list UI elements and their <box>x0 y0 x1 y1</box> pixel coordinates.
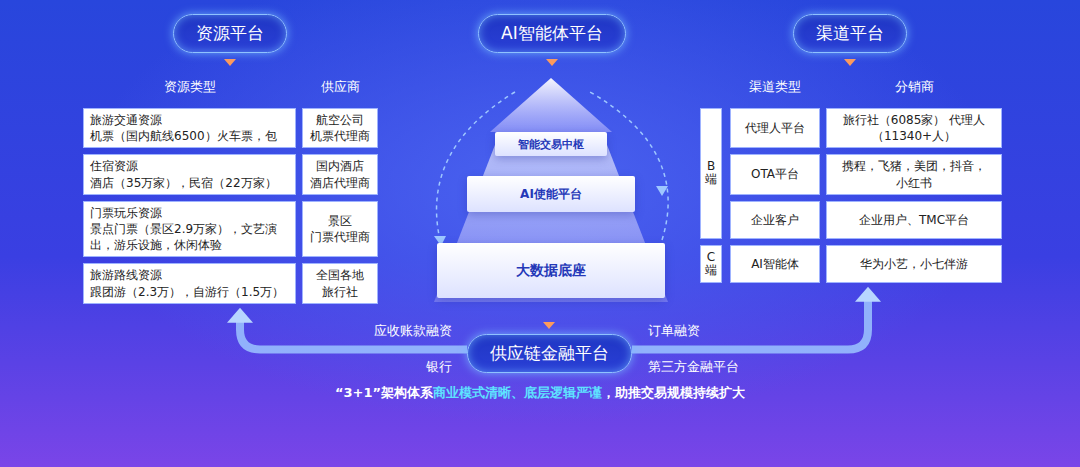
node-title: 华为小艺，小七伴游 <box>860 256 968 272</box>
segment-box: C端 <box>700 245 722 283</box>
caption-part: 商业模式清晰、底层逻辑严谨 <box>433 384 602 402</box>
node-title: 门票玩乐资源 <box>90 205 289 221</box>
marker-triangle <box>546 59 558 66</box>
caption-line: “3+1”架构体系商业模式清晰、底层逻辑严谨，助推交易规模持续扩大 <box>0 384 1080 402</box>
column-header: 供应商 <box>321 78 360 96</box>
marker-triangle <box>224 59 236 66</box>
marker-triangle <box>844 59 856 66</box>
arrow-line <box>632 301 868 350</box>
node-title: 企业用户、TMC平台 <box>859 212 969 228</box>
platform-pill: AI智能体平台 <box>478 14 626 53</box>
distributor-box: 企业用户、TMC平台 <box>826 201 1002 239</box>
arrow-head <box>227 308 253 323</box>
channel-box: 代理人平台 <box>730 108 820 148</box>
resource-box: 旅游交通资源机票（国内航线6500）火车票，包 <box>83 108 296 148</box>
node-title: 大数据底座 <box>516 262 586 280</box>
column-header: 分销商 <box>895 78 934 96</box>
caption-part: ，助推交易规模持续扩大 <box>602 384 745 402</box>
node-title: 代理人平台 <box>745 120 805 136</box>
node-title: 国内酒店 酒店代理商 <box>309 158 371 190</box>
pyramid-layer: 智能交易中枢 <box>495 132 607 156</box>
platform-pill: 渠道平台 <box>793 14 907 53</box>
node-title: 智能交易中枢 <box>518 137 584 152</box>
arrow-line <box>240 322 467 350</box>
supplier-box: 国内酒店 酒店代理商 <box>302 154 378 194</box>
pyramid-body <box>434 132 668 302</box>
resource-box: 门票玩乐资源景点门票（景区2.9万家），文艺演出，游乐设施，休闲体验 <box>83 201 296 258</box>
column-header: 资源类型 <box>164 78 216 96</box>
cycle-arrowhead <box>656 186 668 196</box>
node-title: 资源平台 <box>196 22 264 45</box>
flow-label: 应收账款融资 <box>374 322 452 340</box>
channel-box: 企业客户 <box>730 201 820 239</box>
node-title: 旅行社（6085家） 代理人（11340+人） <box>833 112 995 144</box>
arrow-head <box>855 287 881 302</box>
flow-label: 银行 <box>426 358 452 376</box>
caption-part: “3+1”架构体系 <box>335 384 433 402</box>
finance-flow-arrow <box>632 287 881 350</box>
node-body: 酒店（35万家），民宿（22万家） <box>90 175 289 191</box>
column-header: 渠道类型 <box>749 78 801 96</box>
node-title: 渠道平台 <box>816 22 884 45</box>
distributor-box: 旅行社（6085家） 代理人（11340+人） <box>826 108 1002 148</box>
node-title: 住宿资源 <box>90 158 289 174</box>
marker-triangle <box>543 322 555 329</box>
finance-pill: 供应链金融平台 <box>467 334 632 373</box>
node-title: 携程，飞猪，美团，抖音，小红书 <box>833 158 995 190</box>
node-title: 企业客户 <box>751 212 799 228</box>
node-body: 跟团游（2.3万），自游行（1.5万） <box>90 284 289 300</box>
platform-pill: 资源平台 <box>173 14 287 53</box>
channel-box: OTA平台 <box>730 154 820 194</box>
node-title: OTA平台 <box>751 166 799 182</box>
resource-box: 旅游路线资源跟团游（2.3万），自游行（1.5万） <box>83 263 296 303</box>
node-title: AI智能体 <box>751 256 799 272</box>
node-title: 供应链金融平台 <box>490 342 609 365</box>
node-body: 机票（国内航线6500）火车票，包 <box>90 128 289 144</box>
node-title: 航空公司 机票代理商 <box>309 112 371 144</box>
flow-label: 第三方金融平台 <box>648 358 739 376</box>
flow-label: 订单融资 <box>648 322 700 340</box>
channel-box: AI智能体 <box>730 245 820 283</box>
node-title: B端 <box>705 160 717 186</box>
cycle-arc <box>590 92 668 240</box>
node-title: AI智能体平台 <box>501 22 603 45</box>
segment-box: B端 <box>700 108 722 239</box>
node-title: 景区 门票代理商 <box>309 213 371 245</box>
node-body: 景点门票（景区2.9万家），文艺演出，游乐设施，休闲体验 <box>90 221 289 253</box>
distributor-box: 华为小艺，小七伴游 <box>826 245 1002 283</box>
node-title: AI使能平台 <box>520 186 582 203</box>
supplier-box: 景区 门票代理商 <box>302 201 378 258</box>
node-title: 全国各地 旅行社 <box>309 267 371 299</box>
supplier-box: 航空公司 机票代理商 <box>302 108 378 148</box>
pyramid-layer: AI使能平台 <box>467 176 635 212</box>
node-title: 旅游路线资源 <box>90 267 289 283</box>
pyramid-layer: 大数据底座 <box>437 243 665 298</box>
finance-flow-arrow <box>227 308 467 350</box>
node-title: 旅游交通资源 <box>90 112 289 128</box>
pyramid-tip <box>490 78 612 132</box>
distributor-box: 携程，飞猪，美团，抖音，小红书 <box>826 154 1002 194</box>
resource-box: 住宿资源酒店（35万家），民宿（22万家） <box>83 154 296 194</box>
cycle-arc <box>437 92 515 240</box>
supplier-box: 全国各地 旅行社 <box>302 263 378 303</box>
node-title: C端 <box>705 251 717 277</box>
